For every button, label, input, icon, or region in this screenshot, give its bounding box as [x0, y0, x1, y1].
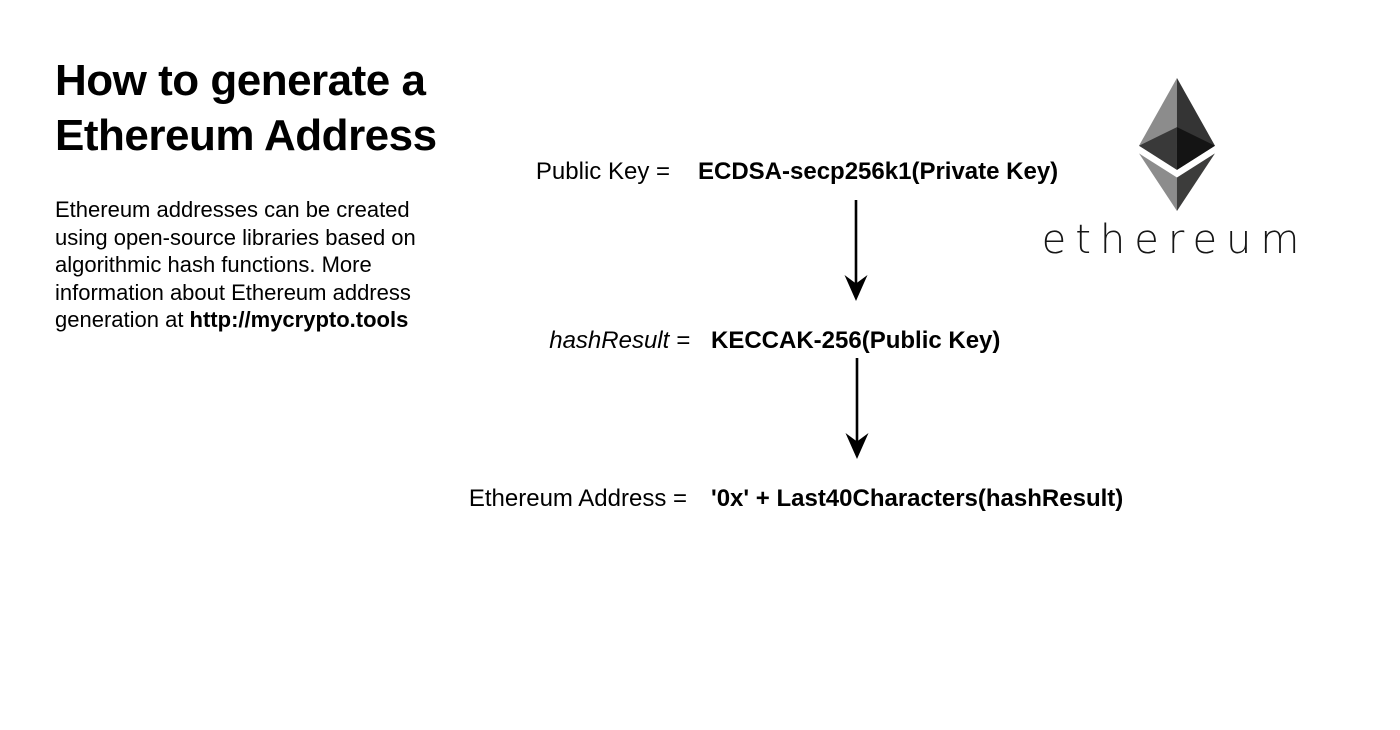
flow-step-ethereum-address-label: Ethereum Address = [468, 485, 687, 512]
flow-step-hash-result-label: hashResult = [549, 327, 690, 354]
eth-facet-bottom-right [1176, 153, 1215, 211]
intro-line: information about Ethereum address [55, 279, 411, 305]
eth-facet-middle-right [1176, 127, 1215, 170]
ethereum-logo-icon [1139, 78, 1215, 211]
flow-arrow-down-2 [845, 358, 869, 459]
intro-paragraph: Ethereum addresses can be created using … [55, 196, 416, 334]
mycrypto-tools-link[interactable]: http://mycrypto.tools [189, 307, 409, 332]
flow-arrow-down-1 [844, 200, 868, 301]
page-title-line-1: How to generate a [55, 56, 426, 105]
intro-line-last: generation at http://mycrypto.tools [55, 306, 416, 334]
flow-step-hash-result-value: KECCAK-256(Public Key) [711, 327, 1001, 354]
ethereum-wordmark: ethereum [1041, 217, 1309, 263]
intro-line: using open-source libraries based on [55, 224, 416, 250]
flow-step-public-key-label: Public Key = [535, 158, 670, 185]
intro-line-prefix: generation at [55, 307, 190, 332]
page-title: How to generate a Ethereum Address [55, 53, 437, 163]
flow-step-public-key-value: ECDSA-secp256k1(Private Key) [698, 158, 1059, 185]
intro-line: Ethereum addresses can be created [55, 197, 410, 222]
flow-step-ethereum-address-value: '0x' + Last40Characters(hashResult) [711, 485, 1124, 512]
page-title-line-2: Ethereum Address [55, 111, 437, 160]
eth-facet-middle-left [1139, 127, 1177, 170]
intro-line: algorithmic hash functions. More [55, 252, 372, 277]
